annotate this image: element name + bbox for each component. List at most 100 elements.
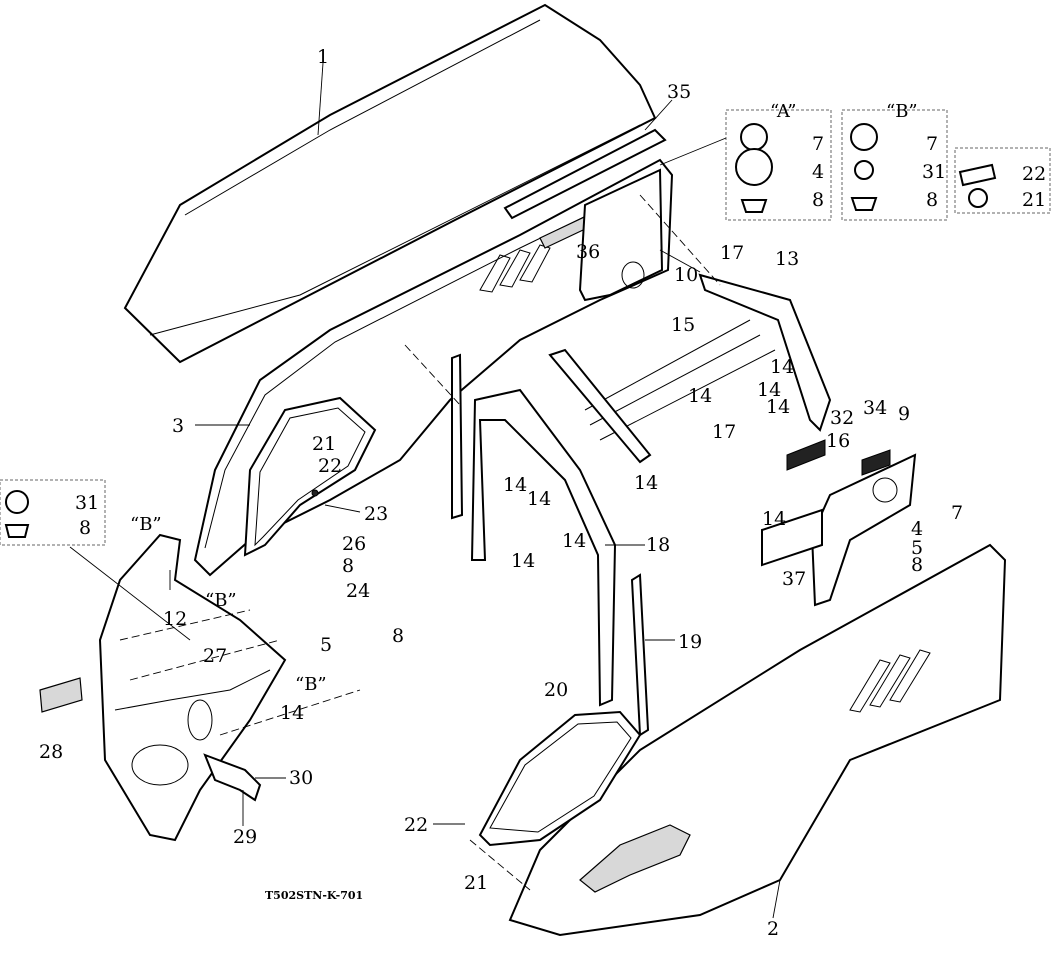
assembly-line-2 [469,839,531,891]
detail-box-a [725,109,832,221]
callout-23: 23 [364,503,388,525]
callout-5-right: 5 [911,537,923,559]
nut-8-left [4,524,30,538]
detail-label-b-box: “B” [886,101,918,122]
assembly-line-4 [119,609,251,641]
part-35-strip [503,128,667,220]
callout-14-g: 14 [527,488,551,510]
side-panel-vent-3 [889,649,931,703]
callout-36: 36 [576,241,600,263]
washer-4-a [735,148,773,186]
leader-10 [659,249,701,273]
callout-14-d: 14 [766,396,790,418]
leader-1 [317,62,324,136]
callout-14-h: 14 [634,472,658,494]
hood-frame-slot-2 [499,249,531,288]
part-19-bar [630,573,650,737]
callout-29: 29 [233,826,257,848]
washer-7-a [740,123,768,151]
detail-label-a: “A” [770,101,796,122]
side-panel-headlight-recess [579,824,691,893]
callout-14-a: 14 [770,356,794,378]
callout-35: 35 [667,81,691,103]
callout-8-mid: 8 [342,555,354,577]
washer-31-b [854,160,874,180]
leader-b-left [69,546,191,641]
detail-label-b-left: “B” [130,514,162,535]
callout-8-far-right: 8 [911,554,923,576]
callout-9: 9 [898,403,910,425]
frame-13-bar-2 [589,334,761,426]
part-9-panel [810,453,917,607]
part-37-plate [761,508,823,567]
callout-8-a: 8 [812,189,824,211]
callout-24: 24 [346,580,370,602]
callout-15: 15 [671,314,695,336]
leader-a-box [659,137,727,166]
frame-13-bar-3 [599,349,776,441]
callout-17-mid: 17 [712,421,736,443]
callout-4-a: 4 [812,161,824,183]
callout-8-b: 8 [926,189,938,211]
callout-28: 28 [39,741,63,763]
callout-13: 13 [775,248,799,270]
callout-14-e: 14 [762,508,786,530]
callout-1: 1 [317,46,329,68]
front-cowl-lamp [131,744,189,786]
callout-22-left: 22 [318,455,342,477]
callout-14-c: 14 [688,385,712,407]
callout-17-top: 17 [720,242,744,264]
callout-32: 32 [830,407,854,429]
washer-31-left [5,490,29,514]
part-bar-left [451,353,464,520]
part-10-hole [621,261,645,289]
part-9-hole [872,477,898,503]
frame-13-cross [548,348,652,464]
callout-27: 27 [203,645,227,667]
frame-13 [698,273,832,432]
callout-14-i: 14 [511,550,535,572]
callout-16: 16 [826,430,850,452]
side-panel-right [508,543,1007,937]
detail-label-b-mid: “B” [205,590,237,611]
callout-10: 10 [674,264,698,286]
callout-26: 26 [342,533,366,555]
hood-top-panel [123,3,657,364]
callout-31-left: 31 [75,492,99,514]
callout-30: 30 [289,767,313,789]
washer-7-b [850,123,878,151]
callout-21-left: 21 [312,433,336,455]
front-cowl-vent [187,699,213,741]
callout-14-b: 14 [757,379,781,401]
callout-8-right: 8 [392,625,404,647]
callout-2: 2 [767,918,779,940]
callout-7-right: 7 [951,502,963,524]
callout-18: 18 [646,534,670,556]
callout-14-j: 14 [562,530,586,552]
washer-21-c [968,188,988,208]
side-panel-vent-1 [849,659,891,713]
detail-box-b [841,109,948,221]
callout-21-bottom: 21 [464,872,488,894]
hood-top-panel-edge [149,124,641,336]
callout-3: 3 [172,415,184,437]
detail-box-c [954,147,1051,214]
leader-2 [772,879,781,919]
assembly-line-3 [404,344,461,406]
part-10-plate [578,168,664,302]
callout-20: 20 [544,679,568,701]
detail-box-left [0,479,106,546]
front-cowl-lower [114,669,271,711]
callout-34: 34 [863,397,887,419]
callout-21-c: 21 [1022,189,1046,211]
leader-35 [644,99,673,131]
callout-31-b: 31 [922,161,946,183]
callout-22-bottom: 22 [404,814,428,836]
callout-14-f: 14 [503,474,527,496]
hood-frame-slot-3 [519,244,551,283]
nut-8-b [850,197,878,211]
callout-4-right: 4 [911,518,923,540]
callout-5: 5 [320,634,332,656]
part-34-plate [861,449,891,476]
detail-label-b-low: “B” [295,674,327,695]
